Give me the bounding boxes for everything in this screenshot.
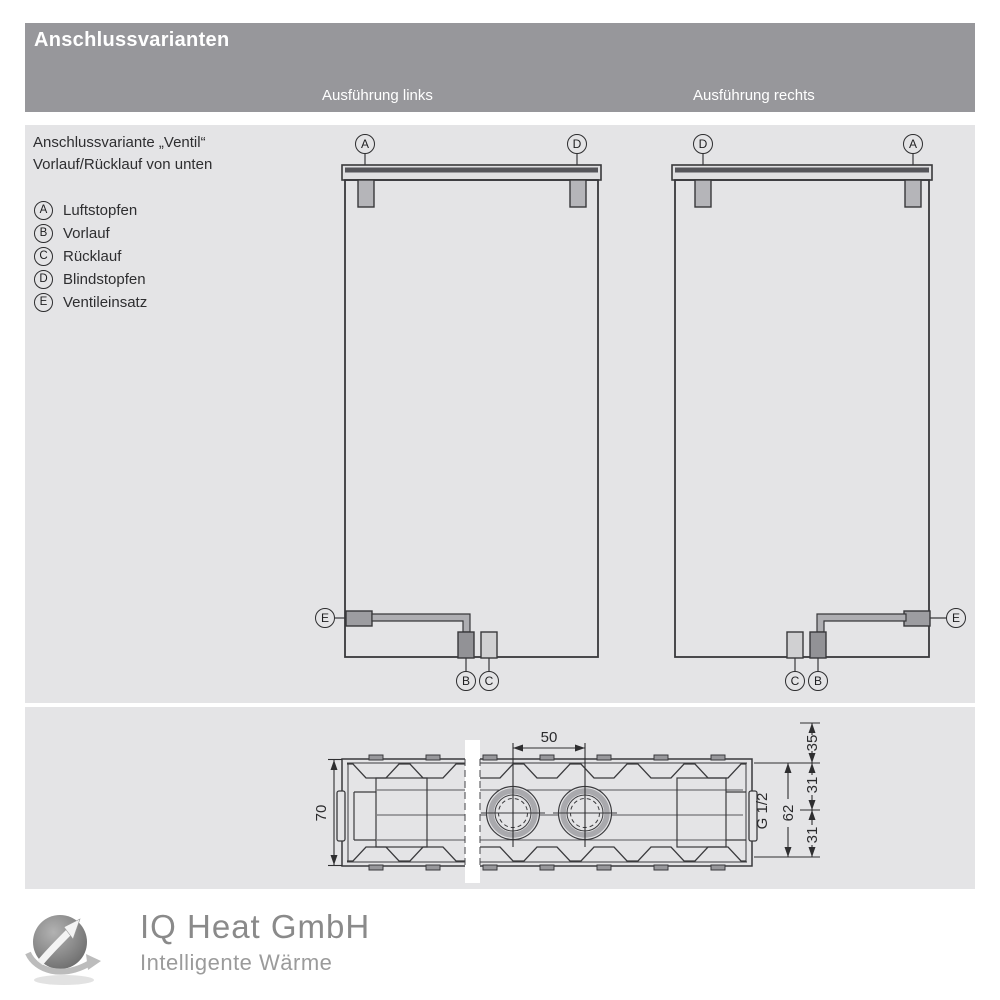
left-valve-pipe <box>371 613 471 633</box>
footer: IQ Heat GmbH Intelligente Wärme <box>24 903 370 988</box>
right-bracket <box>676 777 727 848</box>
marker-right-a: A <box>903 134 923 154</box>
marker-left-a: A <box>355 134 375 154</box>
right-radiator-rail-stripe <box>675 167 929 173</box>
right-valve-insert <box>903 610 931 627</box>
marker-left-c: C <box>479 671 499 691</box>
legend-item: B Vorlauf <box>34 223 147 243</box>
left-return-connector <box>480 631 498 659</box>
company-name: IQ Heat GmbH <box>140 908 371 945</box>
company-logo-icon <box>25 915 101 985</box>
right-blind-plug <box>694 179 712 208</box>
legend-marker-b: B <box>34 223 53 243</box>
marker-right-b: B <box>808 671 828 691</box>
legend-marker-d: D <box>34 269 53 289</box>
left-valve-insert <box>345 610 373 627</box>
dimension-section: 50 70 35 31 31 62 G 1/2 <box>25 707 975 889</box>
left-air-plug <box>357 179 375 208</box>
left-bracket <box>375 777 428 848</box>
marker-right-d: D <box>693 134 713 154</box>
company-tagline: Intelligente Wärme <box>140 950 333 975</box>
dim-50: 50 <box>541 729 558 746</box>
right-valve-pipe <box>816 613 907 633</box>
radiator-profile <box>336 754 758 871</box>
column-header-left: Ausführung links <box>322 87 433 104</box>
left-radiator-rail-stripe <box>345 167 598 173</box>
dim-31-upper: 31 <box>804 777 821 794</box>
right-flow-connector <box>809 631 827 659</box>
legend: A Luftstopfen B Vorlauf C Rücklauf D Bli… <box>34 200 148 316</box>
marker-left-e: E <box>315 608 335 628</box>
left-flow-connector <box>457 631 475 659</box>
logo-arrow <box>37 928 73 966</box>
variant-title-line1: Anschlussvariante „Ventil“ <box>33 134 206 151</box>
header-bar: Anschlussvarianten Ausführung links Ausf… <box>25 23 975 112</box>
left-end-tab <box>336 790 346 842</box>
spacer-tabs <box>368 754 726 871</box>
top-fins <box>347 763 746 779</box>
radiator-diagrams <box>335 154 946 671</box>
legend-item: E Ventileinsatz <box>34 292 148 312</box>
logo-swoosh <box>25 951 92 975</box>
connection-hubs <box>481 785 617 841</box>
legend-label: Ventileinsatz <box>63 293 148 311</box>
right-radiator-body <box>674 179 930 658</box>
legend-marker-a: A <box>34 200 53 220</box>
column-header-right: Ausführung rechts <box>693 87 815 104</box>
variant-title-line2: Vorlauf/Rücklauf von unten <box>33 156 213 173</box>
dim-35: 35 <box>804 735 821 752</box>
thread-label: G 1/2 <box>754 793 771 830</box>
marker-left-b: B <box>456 671 476 691</box>
legend-item: A Luftstopfen <box>34 200 147 220</box>
thread-boss <box>748 790 758 842</box>
legend-label: Luftstopfen <box>63 201 138 219</box>
legend-item: C Rücklauf <box>34 246 147 266</box>
legend-label: Blindstopfen <box>63 270 146 288</box>
break-band <box>465 740 480 883</box>
left-radiator-body <box>344 179 599 658</box>
bottom-fins <box>347 846 746 862</box>
legend-item: D Blindstopfen <box>34 269 147 289</box>
marker-right-c: C <box>785 671 805 691</box>
right-return-connector <box>786 631 804 659</box>
legend-marker-c: C <box>34 246 53 266</box>
logo-swoosh-arrowhead <box>86 954 101 970</box>
main-section: Anschlussvariante „Ventil“ Vorlauf/Rückl… <box>25 125 975 703</box>
footer-text: IQ Heat GmbH Intelligente Wärme <box>140 908 370 976</box>
legend-marker-e: E <box>34 292 53 312</box>
page-title: Anschlussvarianten <box>34 29 230 51</box>
dim-70: 70 <box>313 805 330 822</box>
dimension-arrows <box>330 723 816 865</box>
cross-section-drawing: 50 70 35 31 31 62 G 1/2 <box>313 722 821 883</box>
variant-description: Anschlussvariante „Ventil“ Vorlauf/Rückl… <box>33 132 212 176</box>
dim-62: 62 <box>780 805 797 822</box>
legend-label: Rücklauf <box>63 247 122 265</box>
legend-label: Vorlauf <box>63 224 110 242</box>
logo-arrowhead <box>63 918 81 940</box>
dim-31-lower: 31 <box>804 827 821 844</box>
marker-left-d: D <box>567 134 587 154</box>
right-air-plug <box>904 179 922 208</box>
logo-shadow <box>34 975 94 985</box>
left-blind-plug <box>569 179 587 208</box>
marker-right-e: E <box>946 608 966 628</box>
